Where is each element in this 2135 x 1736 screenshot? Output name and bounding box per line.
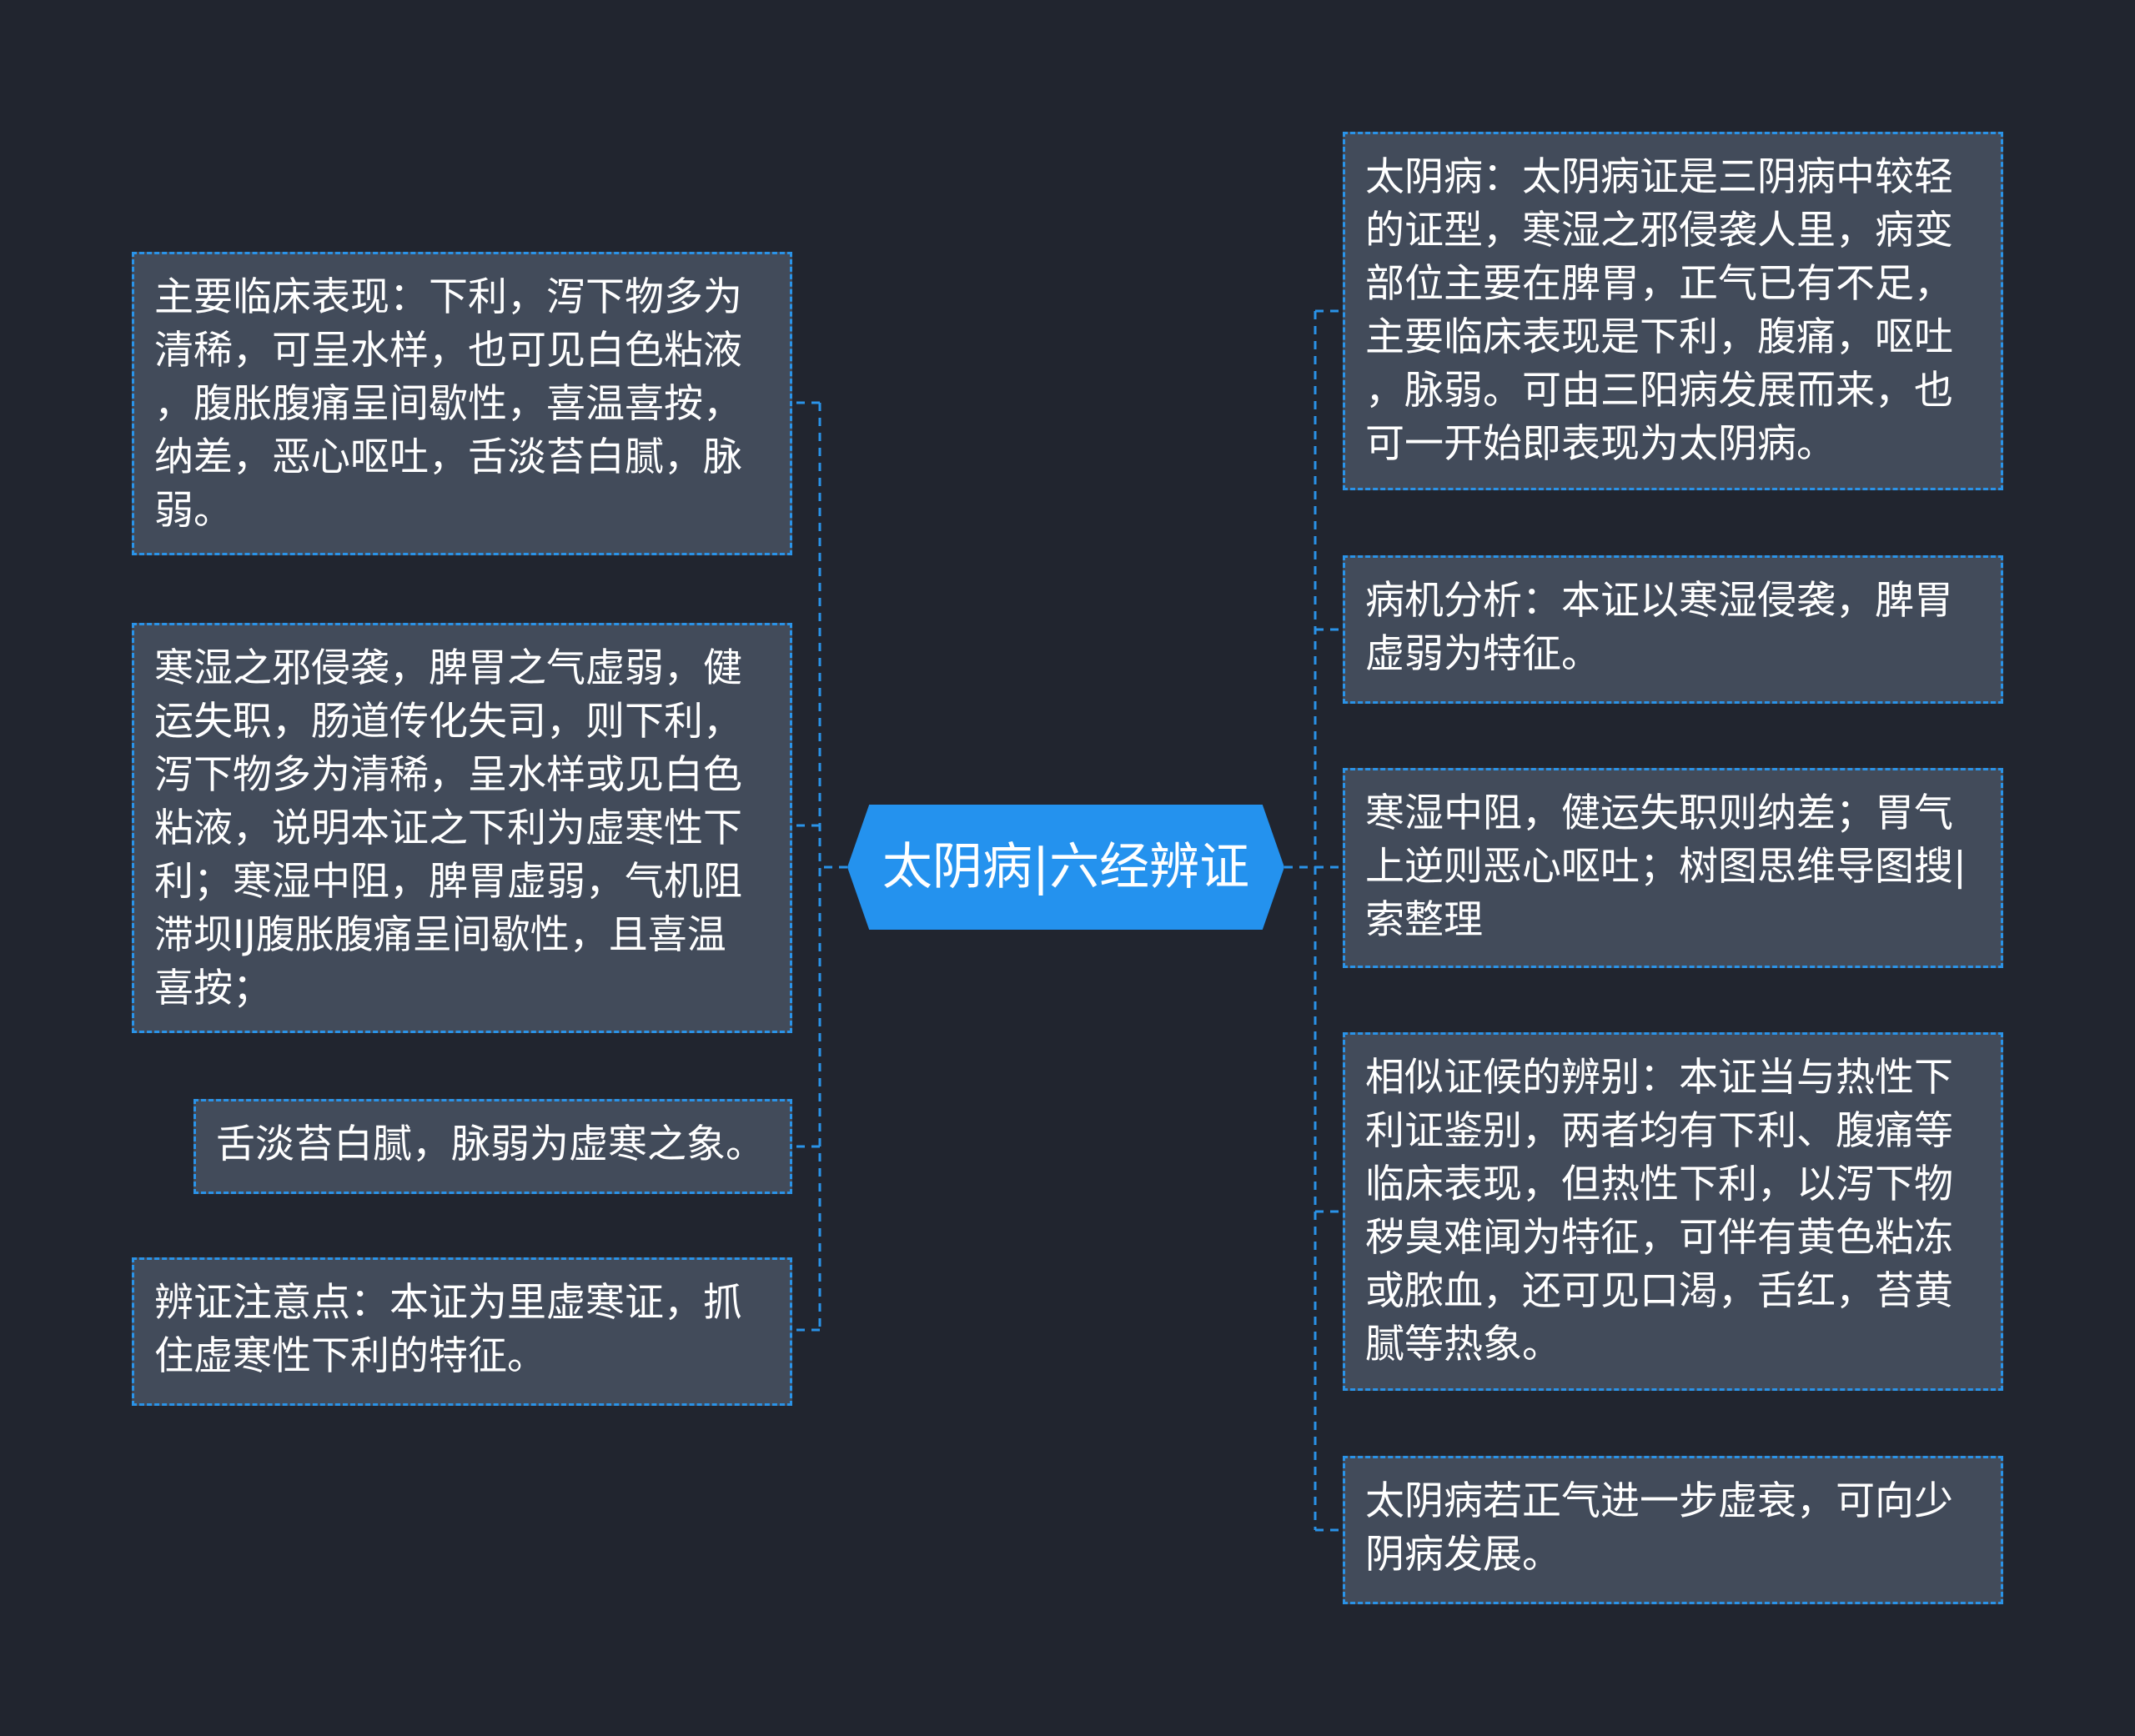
left-node-differentiation-notes[interactable]: 辨证注意点：本证为里虚寒证，抓 住虚寒性下利的特征。 bbox=[132, 1257, 792, 1406]
left-node-tongue-pulse[interactable]: 舌淡苔白腻，脉弱为虚寒之象。 bbox=[193, 1099, 792, 1194]
root-node[interactable]: 太阴病|六经辨证 bbox=[847, 805, 1284, 930]
right-node-similar-syndromes[interactable]: 相似证候的辨别：本证当与热性下 利证鉴别，两者均有下利、腹痛等 临床表现，但热性… bbox=[1343, 1032, 2003, 1391]
right-node-pathogenesis-analysis[interactable]: 病机分析：本证以寒湿侵袭，脾胃 虚弱为特征。 bbox=[1343, 555, 2003, 704]
right-node-taiyin-definition[interactable]: 太阴病：太阴病证是三阴病中较轻 的证型，寒湿之邪侵袭人里，病变 部位主要在脾胃，… bbox=[1343, 132, 2003, 490]
right-node-cold-damp-obstruction[interactable]: 寒湿中阻，健运失职则纳差；胃气 上逆则恶心呕吐；树图思维导图搜| 索整理 bbox=[1343, 768, 2003, 968]
left-node-clinical-manifestations[interactable]: 主要临床表现：下利，泻下物多为 清稀，可呈水样，也可见白色粘液 ，腹胀腹痛呈间歇… bbox=[132, 252, 792, 555]
left-node-pathogenesis-detail[interactable]: 寒湿之邪侵袭，脾胃之气虚弱，健 运失职，肠道传化失司，则下利， 泻下物多为清稀，… bbox=[132, 623, 792, 1033]
right-node-progression[interactable]: 太阴病若正气进一步虚衰，可向少 阴病发展。 bbox=[1343, 1456, 2003, 1604]
root-label: 太阴病|六经辨证 bbox=[882, 838, 1250, 896]
